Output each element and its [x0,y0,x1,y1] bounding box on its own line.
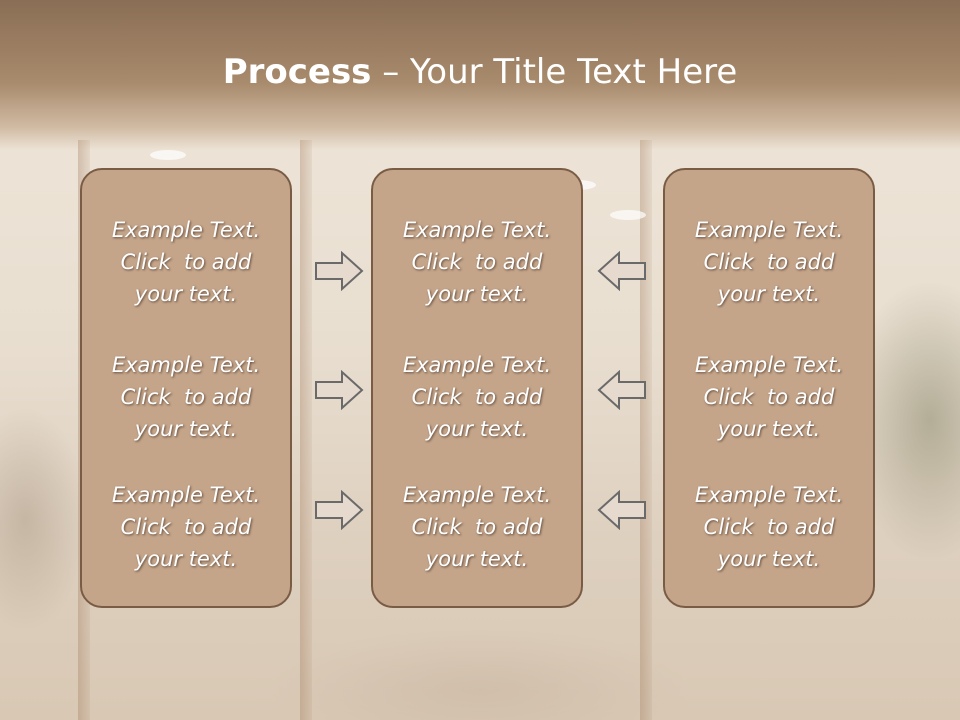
left-arrow-icon [597,370,646,410]
text-line: Click to add [703,515,835,539]
text-line: Click to add [120,250,252,274]
text-line: your text. [717,282,821,306]
text-line: Example Text. [694,353,844,377]
text-line: Example Text. [402,218,552,242]
text-block[interactable]: Example Text. Click to add your text. [373,479,581,575]
text-block[interactable]: Example Text. Click to add your text. [373,349,581,445]
title-rest: – Your Title Text Here [371,52,738,92]
text-line: Click to add [120,515,252,539]
process-panel-left[interactable]: Example Text. Click to add your text. Ex… [80,168,292,608]
left-arrow-icon [597,251,646,291]
title-strong: Process [222,52,372,92]
process-panel-center[interactable]: Example Text. Click to add your text. Ex… [371,168,583,608]
text-line: Example Text. [111,483,261,507]
background-pillar [640,140,652,720]
text-block[interactable]: Example Text. Click to add your text. [82,214,290,310]
text-line: your text. [425,417,529,441]
right-arrow-icon [315,251,364,291]
text-line: your text. [717,417,821,441]
text-block[interactable]: Example Text. Click to add your text. [82,479,290,575]
text-line: your text. [134,547,238,571]
background-light [150,150,186,160]
text-line: Example Text. [111,353,261,377]
text-block[interactable]: Example Text. Click to add your text. [373,214,581,310]
title-bar [0,0,960,150]
background-pillar [300,140,312,720]
text-line: Example Text. [694,218,844,242]
text-line: Click to add [120,385,252,409]
text-block[interactable]: Example Text. Click to add your text. [665,349,873,445]
text-line: your text. [717,547,821,571]
background-light [610,210,646,220]
text-line: Click to add [411,515,543,539]
text-line: your text. [425,547,529,571]
text-line: your text. [425,282,529,306]
text-line: Click to add [411,250,543,274]
text-line: Example Text. [694,483,844,507]
slide-title[interactable]: Process – Your Title Text Here [0,52,960,92]
text-line: Example Text. [111,218,261,242]
text-block[interactable]: Example Text. Click to add your text. [82,349,290,445]
right-arrow-icon [315,370,364,410]
text-line: your text. [134,417,238,441]
text-block[interactable]: Example Text. Click to add your text. [665,214,873,310]
text-line: Click to add [703,250,835,274]
text-line: Example Text. [402,483,552,507]
text-line: Click to add [703,385,835,409]
process-panel-right[interactable]: Example Text. Click to add your text. Ex… [663,168,875,608]
right-arrow-icon [315,490,364,530]
left-arrow-icon [597,490,646,530]
text-line: Example Text. [402,353,552,377]
text-line: Click to add [411,385,543,409]
text-block[interactable]: Example Text. Click to add your text. [665,479,873,575]
text-line: your text. [134,282,238,306]
